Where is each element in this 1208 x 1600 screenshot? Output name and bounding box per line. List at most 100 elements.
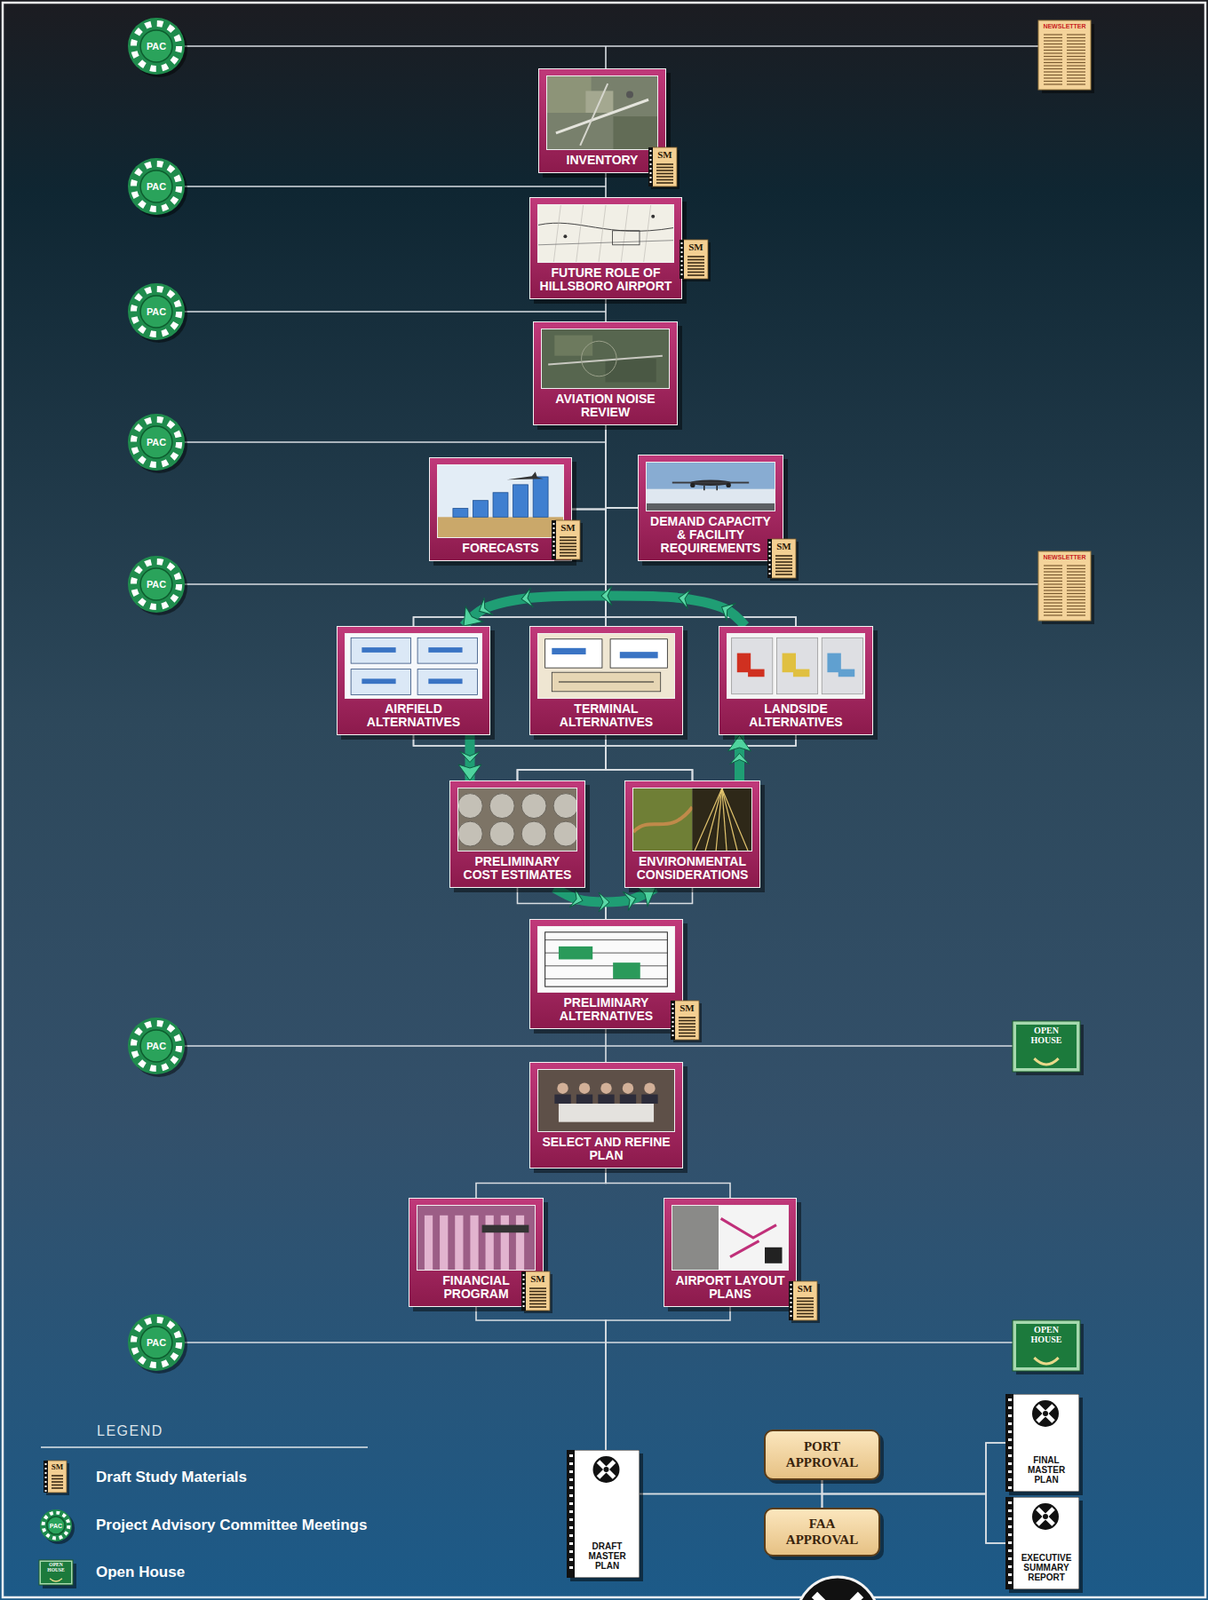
badge-center <box>47 1517 65 1535</box>
text-line <box>1043 46 1063 48</box>
text-line <box>1043 571 1063 573</box>
text-line <box>1043 605 1063 607</box>
text-line <box>796 1301 814 1304</box>
binding-hole <box>569 1534 573 1538</box>
binding-hole <box>681 251 684 254</box>
text-line <box>796 1316 814 1319</box>
binding <box>767 539 772 579</box>
binding-hole <box>569 1550 573 1554</box>
thumbnail-frame <box>726 633 866 700</box>
text-line <box>687 259 705 262</box>
text-line <box>775 573 793 576</box>
text-line <box>656 182 674 184</box>
text-line <box>687 268 705 271</box>
horseshoe <box>49 1579 63 1582</box>
text-line <box>529 1297 547 1300</box>
binding-hole <box>569 1526 573 1530</box>
illustration-shape <box>581 341 618 377</box>
text-line <box>1066 68 1086 70</box>
logo-mark <box>1032 1503 1059 1531</box>
binding-hole <box>789 1293 792 1296</box>
binding-hole <box>650 163 652 166</box>
text-line <box>1066 608 1086 610</box>
flow-line <box>413 735 607 781</box>
text-line <box>775 558 793 561</box>
text-line <box>656 175 674 178</box>
badge-center <box>140 170 173 203</box>
node-label: ENVIRONMENTAL CONSIDERATIONS <box>632 855 753 883</box>
text-line <box>1066 49 1086 51</box>
text-line <box>51 1487 64 1490</box>
binding-hole <box>569 1462 573 1466</box>
node-label: AIRFIELD ALTERNATIVES <box>344 702 483 730</box>
text-line <box>796 1307 814 1310</box>
cycle-arrow <box>463 596 746 627</box>
illustration-shape <box>553 205 561 263</box>
text-line <box>678 1029 696 1032</box>
badge-ring <box>133 561 179 607</box>
binding-hole <box>1008 1581 1012 1585</box>
text-line <box>687 274 705 277</box>
text-line <box>678 1023 696 1026</box>
binding-hole <box>523 1292 525 1295</box>
icon-label: SM <box>767 539 796 552</box>
binding <box>788 1281 794 1321</box>
illustration-shape <box>556 1082 568 1094</box>
badge-ring <box>133 163 179 209</box>
illustration-shape <box>619 1095 636 1105</box>
illustration-shape <box>643 205 652 263</box>
process-box: AIRPORT LAYOUT PLANS <box>663 1198 797 1308</box>
legend-text: Draft Study Materials <box>95 1469 247 1487</box>
node-label: PORT APPROVAL <box>774 1439 870 1471</box>
binding-hole <box>672 1003 675 1006</box>
text-line <box>1043 568 1063 570</box>
illustration-shape <box>545 932 668 987</box>
flow-line <box>604 173 607 198</box>
text-line <box>1043 49 1063 51</box>
illustration-shape <box>672 1206 719 1271</box>
thumbnail-frame <box>537 926 676 994</box>
binding <box>648 147 653 187</box>
text-line <box>1043 43 1063 45</box>
badge-ring <box>133 419 179 465</box>
spine-stub <box>604 46 607 69</box>
text-line <box>1043 37 1063 39</box>
binding-hole <box>45 1463 48 1466</box>
study-materials-icon: SM <box>551 520 581 560</box>
badge-disc <box>127 17 185 75</box>
binding-hole <box>769 572 771 575</box>
pac-link-line <box>184 310 606 313</box>
binding-hole <box>769 541 771 544</box>
document-node: DRAFT MASTER PLAN <box>566 1450 640 1579</box>
pac-badge: PAC <box>127 158 185 215</box>
illustration-shape <box>485 1215 494 1271</box>
text-line <box>559 540 577 542</box>
logo-mark <box>604 1467 610 1473</box>
binding-hole <box>789 1297 792 1300</box>
illustration-shape <box>472 500 488 518</box>
text-line <box>1066 55 1086 57</box>
text-line <box>529 1287 547 1290</box>
legend-text: Open House <box>95 1564 185 1582</box>
text-line <box>1043 587 1063 589</box>
text-line <box>529 1291 547 1294</box>
illustration-shape <box>428 678 462 684</box>
icon-label: NEWSLETTER <box>1038 551 1091 561</box>
illustration-shape <box>521 821 547 847</box>
illustration-shape <box>545 978 668 980</box>
text-line <box>1043 77 1063 79</box>
text-line <box>1066 611 1086 613</box>
text-line <box>1043 608 1063 610</box>
illustration-shape <box>646 503 775 511</box>
illustration-shape <box>521 794 547 819</box>
text-line <box>678 1035 696 1038</box>
illustration-shape <box>538 205 674 263</box>
text-line <box>1043 58 1063 60</box>
thumbnail-frame <box>546 75 659 151</box>
icon-label: NEWSLETTER <box>1038 20 1091 30</box>
logo-mark <box>593 1456 620 1484</box>
illustration-shape <box>694 788 723 851</box>
text-line <box>1066 571 1086 573</box>
text-line <box>1066 596 1086 597</box>
text-line <box>51 1481 64 1484</box>
